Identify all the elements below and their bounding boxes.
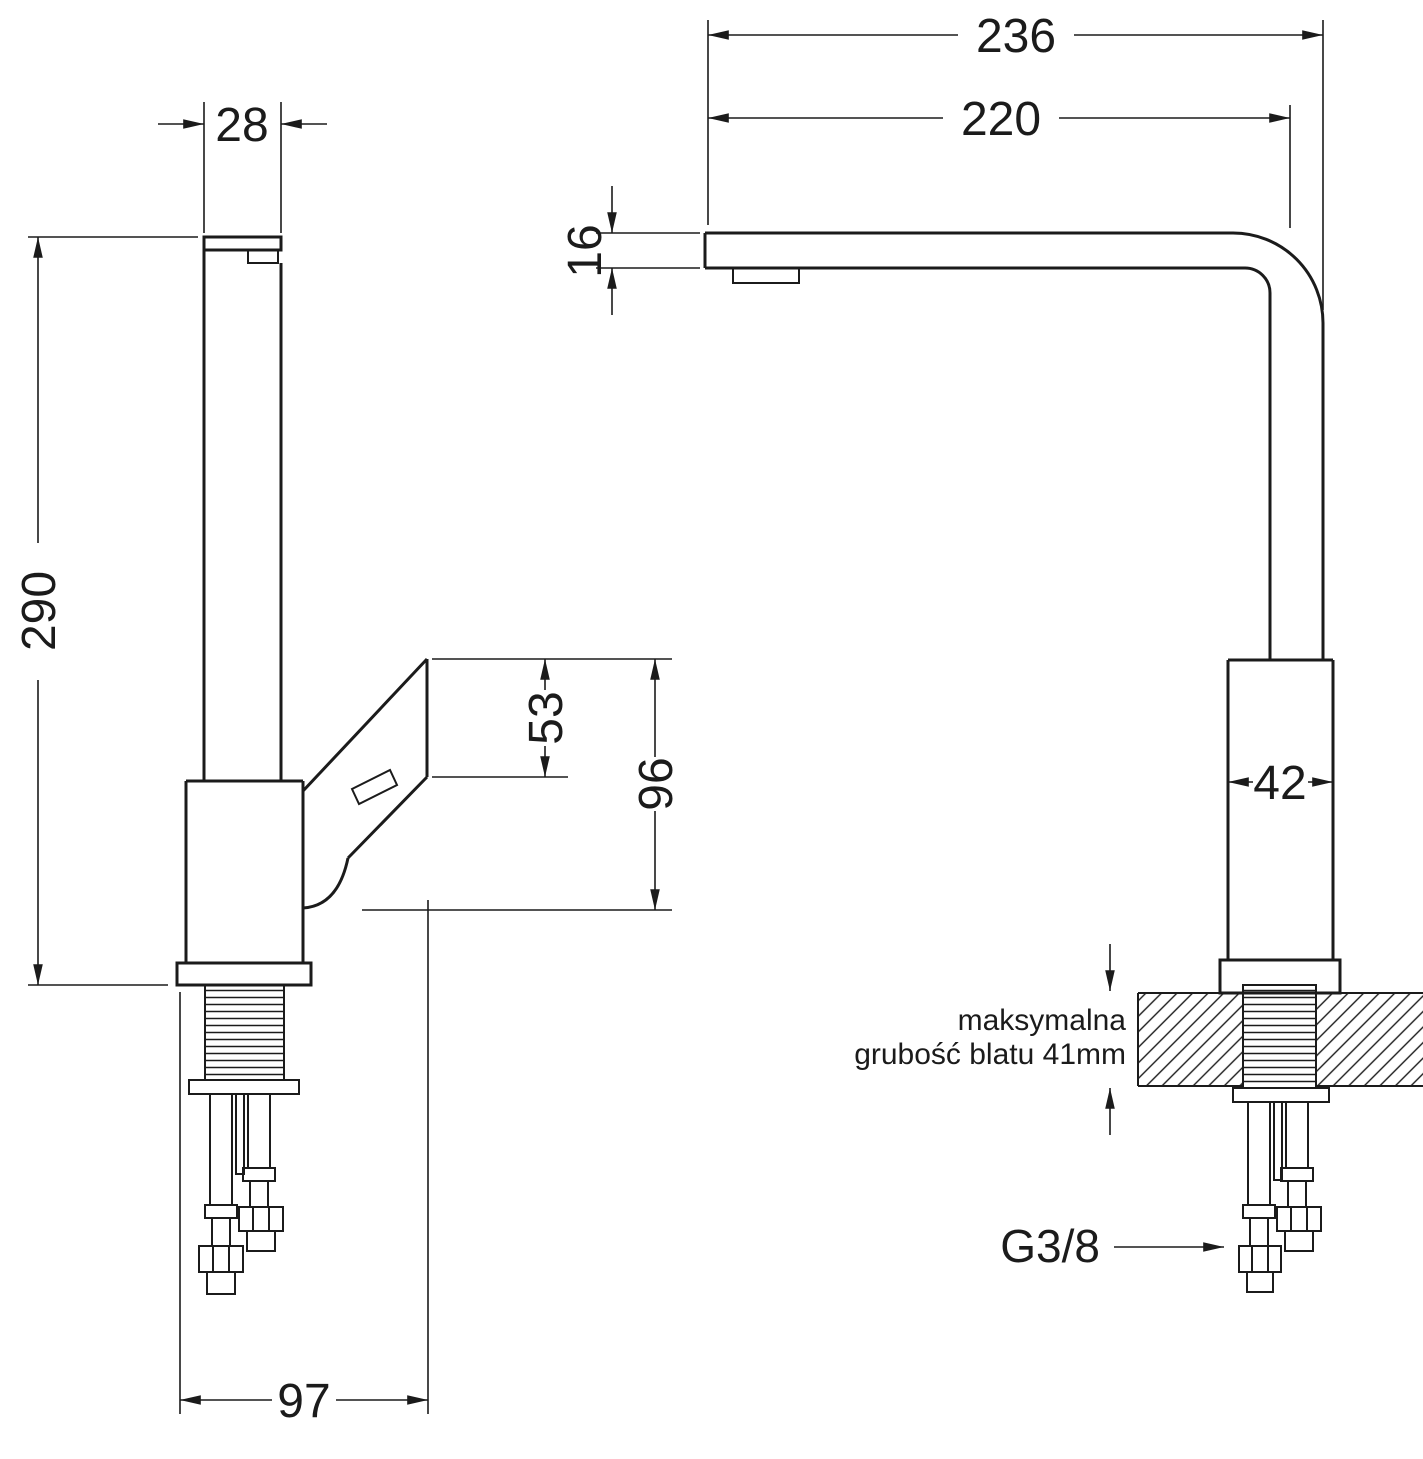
- dim-spout-thickness: [596, 186, 700, 315]
- front-spout-inner: [705, 266, 1272, 660]
- side-mounting-stud: [235, 1093, 245, 1175]
- front-spout-outer: [705, 231, 1325, 660]
- dim-overall-reach-label: 236: [976, 10, 1056, 63]
- countertop-note-line1: maksymalna: [958, 1004, 1127, 1037]
- dim-total-height-label: 290: [13, 571, 66, 651]
- side-base-flange: [175, 961, 313, 987]
- thread-size-label: G3/8: [1000, 1220, 1100, 1272]
- side-hose-left: [198, 1094, 244, 1295]
- side-hose-right: [238, 1094, 284, 1252]
- dim-spout-width: [158, 102, 327, 233]
- dim-head-assembly-height-label: 96: [630, 757, 683, 810]
- dim-body-width-label: 42: [1253, 757, 1306, 810]
- dim-head-assembly-height: [362, 659, 672, 911]
- dim-total-height: [28, 236, 198, 986]
- front-washer: [1232, 1087, 1330, 1103]
- front-mounting-stud: [1273, 1101, 1283, 1181]
- countertop-note-line2: grubość blatu 41mm: [854, 1038, 1126, 1071]
- dim-spout-reach-label: 220: [961, 93, 1041, 146]
- side-aerator: [247, 249, 279, 264]
- side-threaded-stem: [204, 984, 285, 1081]
- front-hose-right: [1276, 1102, 1322, 1252]
- dim-base-depth-label: 97: [277, 1375, 330, 1428]
- dim-spout-reach: [708, 105, 1291, 228]
- countertop-section: [1137, 992, 1423, 1087]
- dim-lever-height-label: 53: [520, 691, 573, 744]
- side-view-drawing: 28 290 53 96 97: [13, 99, 683, 1428]
- front-hose-left: [1238, 1102, 1282, 1293]
- side-washer: [188, 1079, 300, 1095]
- front-aerator: [732, 267, 800, 284]
- front-threaded-stem: [1242, 984, 1317, 1089]
- side-handle-lever: [301, 657, 429, 910]
- dim-lever-height: [432, 658, 672, 778]
- dim-base-depth: [179, 900, 429, 1414]
- side-spout-cap: [202, 235, 283, 252]
- front-view-drawing: 236 220 16 42 maksymalna grubość blatu: [559, 10, 1423, 1293]
- dim-spout-thickness-label: 16: [559, 224, 612, 277]
- dim-spout-width-label: 28: [215, 99, 268, 152]
